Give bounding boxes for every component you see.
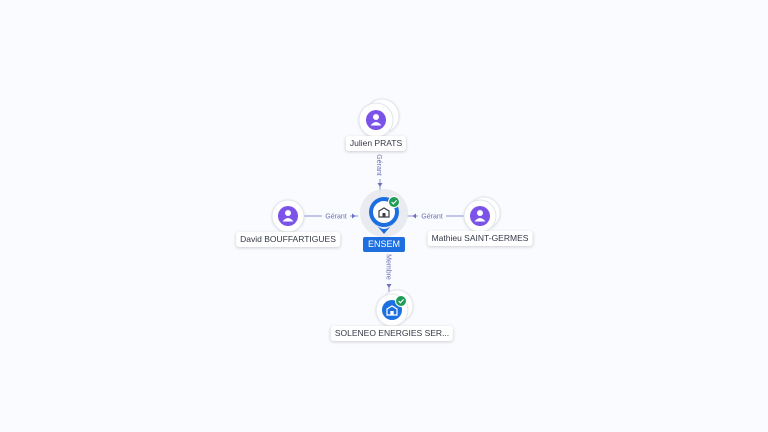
person-node-mathieu-saint-germes[interactable] — [463, 196, 501, 233]
edge-julien-prats: Gérant — [375, 150, 384, 193]
company-building-icon — [378, 207, 390, 218]
company-node-soleneo-energies[interactable] — [375, 289, 414, 327]
edge-label-mathieu-saint-germes: Gérant — [421, 214, 442, 221]
edge-label-soleneo-energies: Membre — [385, 254, 392, 280]
verified-check-icon — [395, 295, 407, 307]
verified-check-icon — [388, 196, 400, 208]
edge-label-david-bouffartigues: Gérant — [325, 214, 346, 221]
company-label-ensem[interactable]: ENSEM — [362, 237, 406, 252]
edge-mathieu-saint-germes: Gérant — [406, 212, 464, 221]
company-label-soleneo-energies[interactable]: SOLENEO ENERGIES SER... — [330, 326, 454, 341]
person-icon — [474, 210, 486, 222]
company-building-icon — [386, 305, 398, 316]
person-icon — [282, 210, 294, 222]
company-node-ensem[interactable] — [360, 189, 408, 237]
person-label-david-bouffartigues[interactable]: David BOUFFARTIGUES — [236, 232, 340, 247]
person-node-david-bouffartigues[interactable] — [271, 199, 305, 233]
person-label-julien-prats[interactable]: Julien PRATS — [345, 136, 407, 151]
edge-label-julien-prats: Gérant — [375, 154, 382, 175]
person-label-mathieu-saint-germes[interactable]: Mathieu SAINT-GERMES — [427, 231, 533, 246]
person-node-julien-prats[interactable] — [358, 98, 400, 138]
person-icon — [370, 114, 382, 126]
edge-david-bouffartigues: Gérant — [302, 212, 358, 221]
